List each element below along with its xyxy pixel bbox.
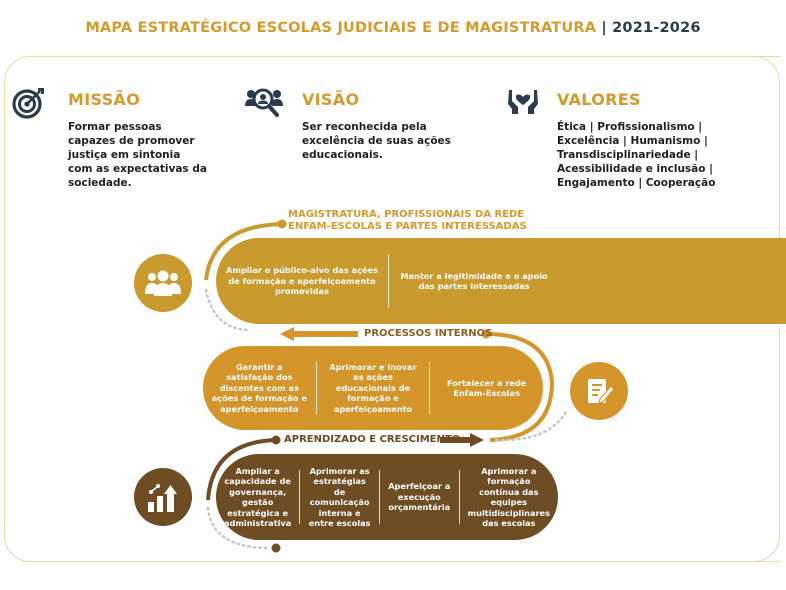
- objective-card: Aprimorar as estratégias de comunicação …: [308, 465, 371, 529]
- visao-heading: VISÃO: [302, 90, 360, 109]
- objective-card: Aperfeiçoar a execução orçamentária: [388, 481, 451, 513]
- objective-card: Ampliar o público-alvo das ações de form…: [226, 265, 378, 297]
- document-edit-icon: [570, 362, 628, 420]
- connector-dotted: [206, 506, 272, 550]
- title-main: MAPA ESTRATÉGICO ESCOLAS JUDICIAIS E DE …: [85, 20, 597, 36]
- valores-heading: VALORES: [557, 90, 641, 109]
- frame-edge: [778, 84, 780, 238]
- perspective-label-line: MAGISTRATURA, PROFISSIONAIS DA REDE: [288, 209, 525, 220]
- objective-card: Manter a legitimidade e o apoio das part…: [400, 270, 548, 292]
- target-icon: [12, 86, 46, 120]
- title-years: 2021-2026: [612, 20, 701, 36]
- perspective-label: PROCESSOS INTERNOS: [364, 328, 493, 339]
- band-divider: [378, 470, 380, 524]
- arrow-right-icon: [440, 433, 484, 447]
- connector-line: [204, 222, 283, 281]
- vision-search-group-icon: [244, 86, 284, 120]
- objective-card: Ampliar a capacidade de governança, gest…: [224, 465, 292, 529]
- missao-text: Formar pessoas capazes de promover justi…: [68, 121, 207, 189]
- objective-card: Garantir a satisfação dos discentes com …: [211, 361, 307, 414]
- content-frame: [4, 56, 780, 562]
- band-processes: Garantir a satisfação dos discentes com …: [203, 346, 543, 430]
- connector-dot: [481, 329, 491, 339]
- band-divider: [458, 470, 460, 524]
- perspective-label: APRENDIZADO E CRESCIMENTO: [284, 434, 461, 445]
- connector-dot: [271, 543, 281, 553]
- connector-dot: [271, 435, 281, 445]
- connector-line: [485, 332, 555, 442]
- objective-card: Fortalecer a rede Enfam-Escolas: [446, 377, 527, 399]
- band-stakeholders: Ampliar o público-alvo das ações de form…: [216, 238, 786, 324]
- missao-heading: MISSÃO: [68, 90, 140, 109]
- connector-line: [206, 438, 277, 501]
- objective-card: Aprimorar e inovar as ações educacionais…: [329, 361, 417, 414]
- connector-dot: [277, 219, 287, 229]
- band-divider: [299, 470, 301, 524]
- band-divider: [315, 362, 317, 414]
- perspective-label: MAGISTRATURA, PROFISSIONAIS DA REDE ENFA…: [288, 209, 527, 233]
- people-group-icon: [134, 254, 192, 312]
- visao-text: Ser reconhecida pela excelência de suas …: [302, 121, 451, 161]
- title-separator: |: [601, 20, 607, 36]
- band-divider: [429, 362, 431, 414]
- connector-dotted: [204, 288, 252, 332]
- objective-card: Aprimorar a formação contínua das equipe…: [467, 465, 550, 529]
- arrow-left-icon: [280, 327, 358, 341]
- band-learning: Ampliar a capacidade de governança, gest…: [216, 454, 558, 540]
- valores-text: Ética | Profissionalismo | Excelência | …: [557, 121, 716, 189]
- perspective-label-line: ENFAM-ESCOLAS E PARTES INTERESSADAS: [288, 221, 527, 232]
- connector-dotted: [494, 410, 568, 442]
- hands-heart-icon: [506, 84, 540, 118]
- growth-chart-icon: [134, 468, 192, 526]
- frame-edge: [778, 326, 780, 536]
- band-divider: [388, 254, 389, 308]
- page-title: MAPA ESTRATÉGICO ESCOLAS JUDICIAIS E DE …: [0, 20, 786, 36]
